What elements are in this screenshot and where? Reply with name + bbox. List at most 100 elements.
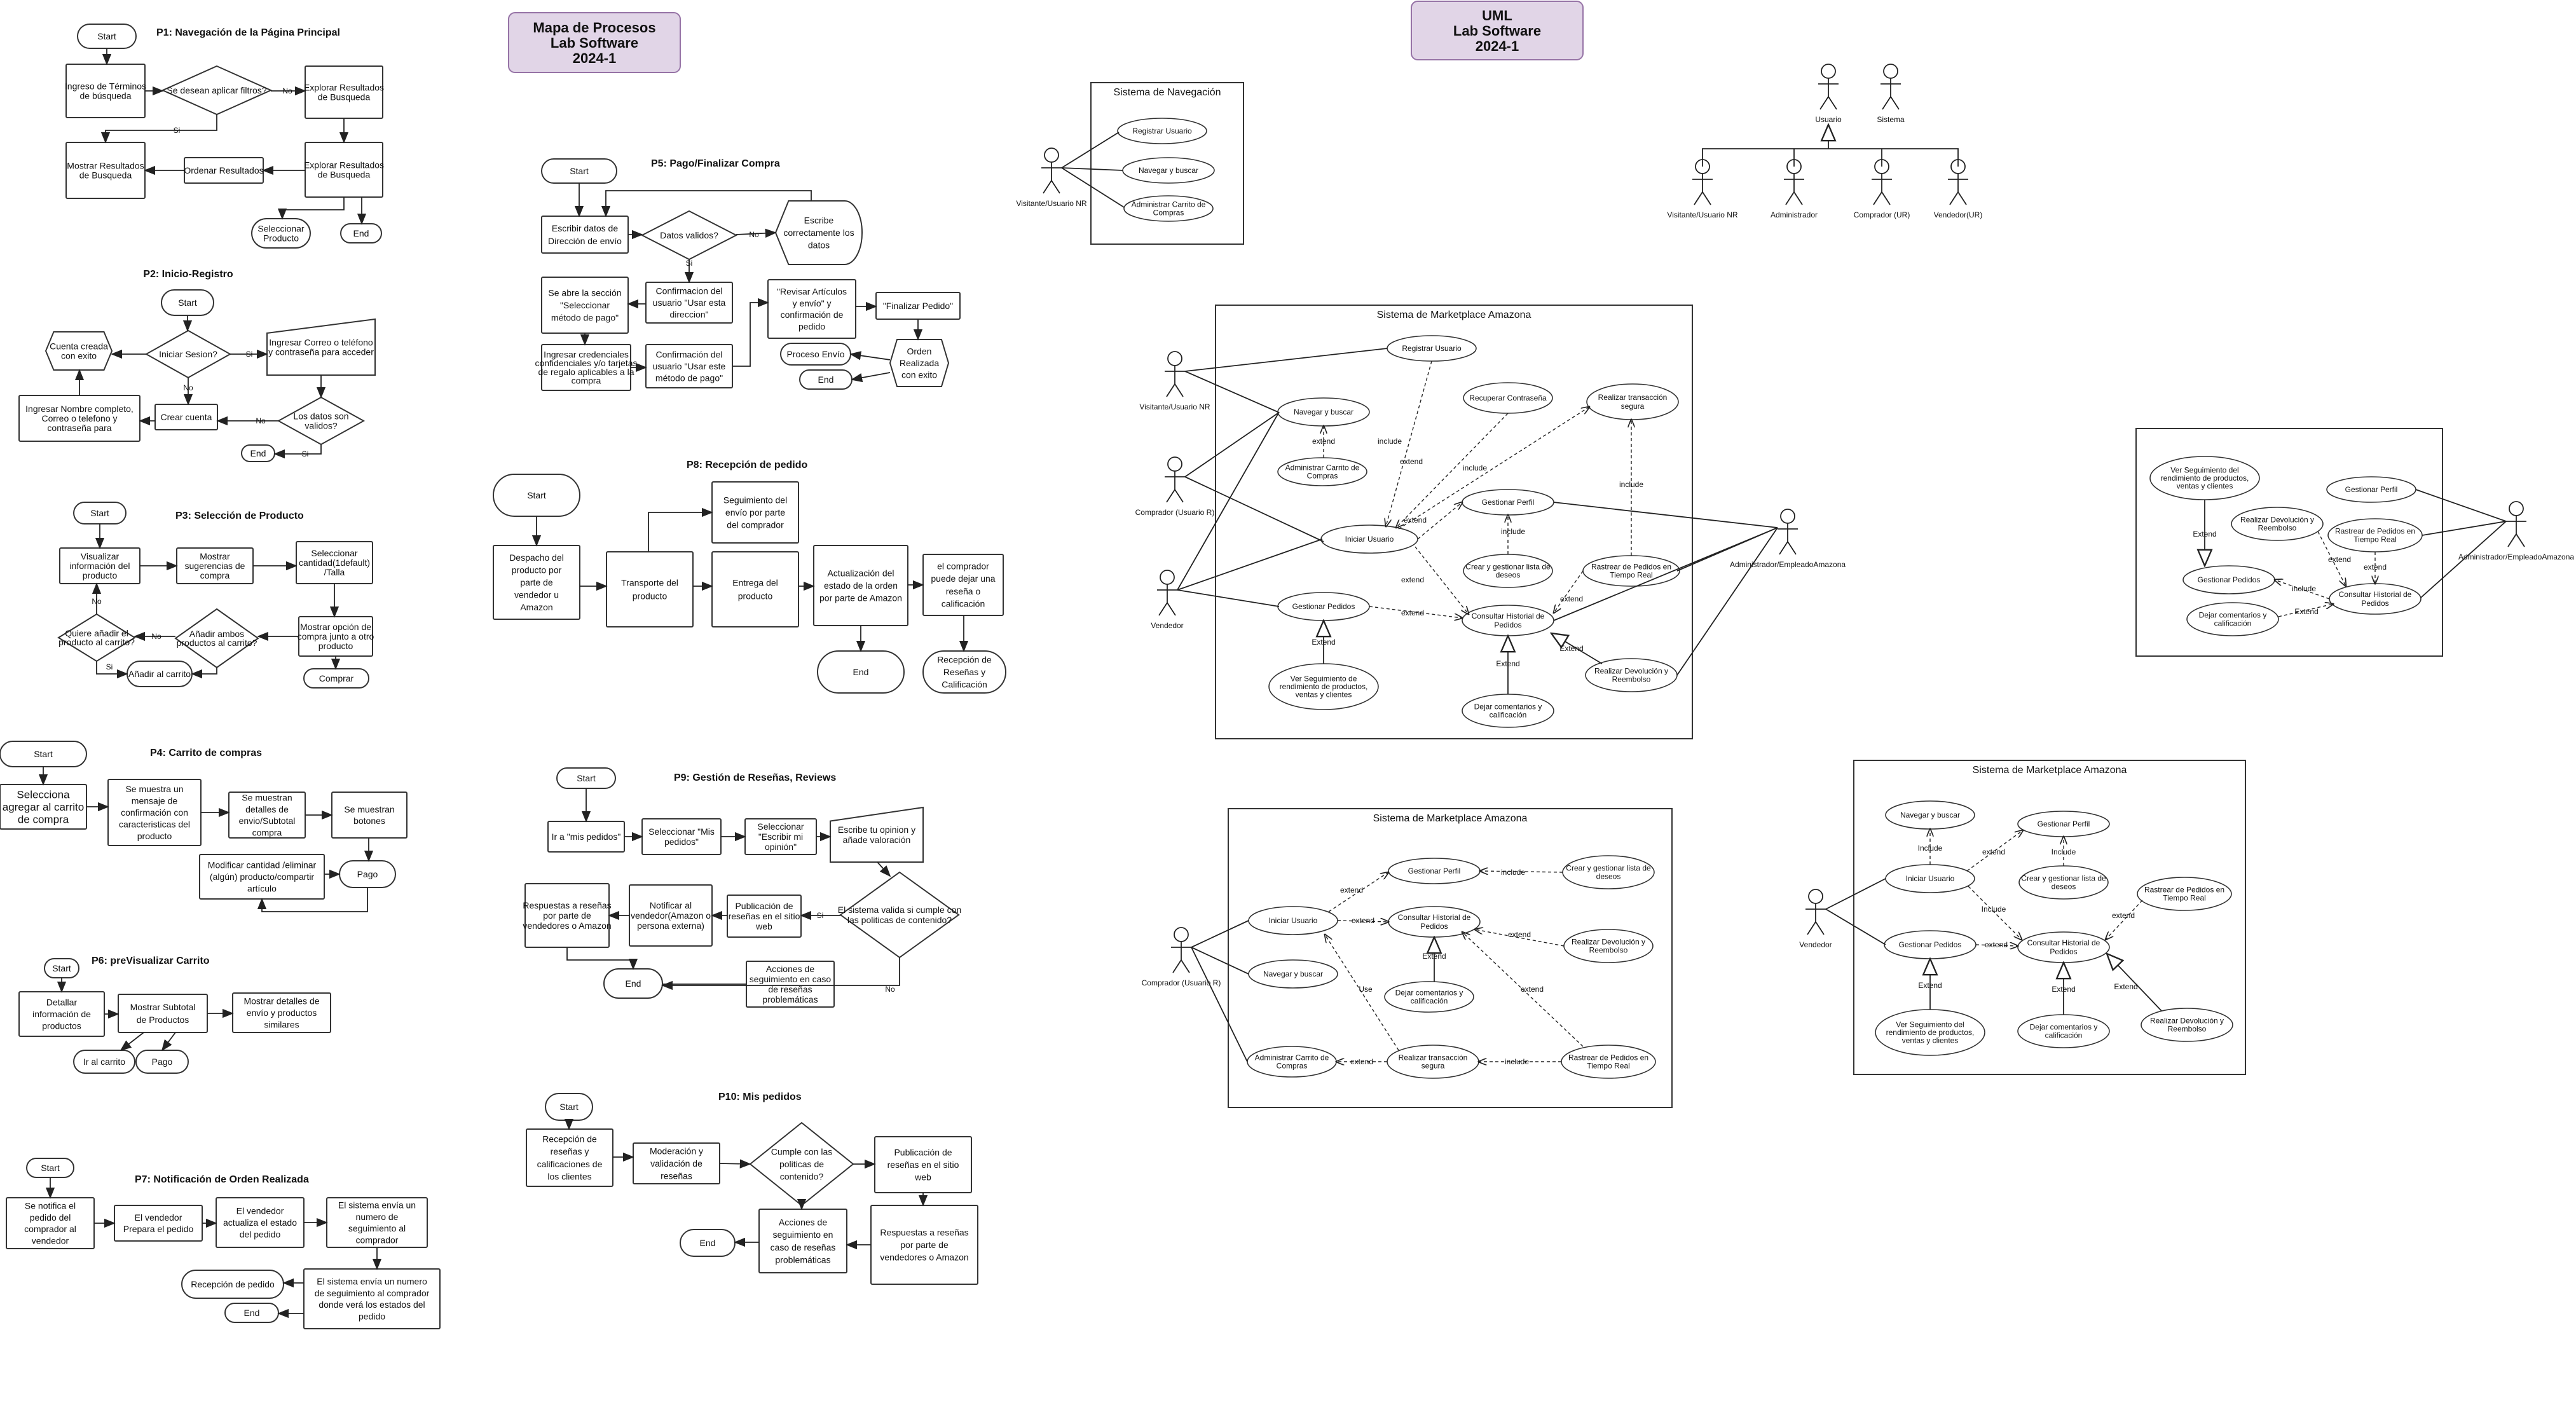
edge-label: No <box>256 416 266 425</box>
edge-label: extend <box>1352 916 1374 925</box>
edge-label: Si <box>246 350 253 359</box>
connector-line <box>851 372 891 383</box>
edge-label: extend <box>2364 563 2387 572</box>
main-uc-iniciar-text: Iniciar Usuario <box>1345 535 1394 544</box>
connector-line <box>273 444 322 459</box>
p3-n6-text: Comprar <box>319 673 354 683</box>
nav-uc2: Navegar y buscar <box>1122 157 1215 184</box>
Include <box>1968 886 2022 940</box>
admin-uc-perfil-text: Gestionar Perfil <box>2345 485 2398 494</box>
connector-line <box>877 861 891 877</box>
main-uc-pedidos-text: Gestionar Pedidos <box>1292 602 1355 611</box>
main-uc-recuperar: Recuperar Contraseña <box>1463 382 1553 414</box>
edge-label: No <box>151 632 161 641</box>
edge-label: Si <box>174 126 181 135</box>
association-line <box>1061 132 1120 168</box>
edge-label: extend <box>2112 911 2135 920</box>
p2-end: End <box>241 444 275 462</box>
association-line <box>1191 947 1249 975</box>
edge-label: Include <box>2052 847 2076 856</box>
extend <box>2106 900 2143 940</box>
gen-sistema: Sistema <box>1877 64 1905 124</box>
gen-usuario: Usuario <box>1815 64 1842 124</box>
main-actor-admin-label: Administrador/EmpleadoAmazona <box>1730 560 1846 569</box>
process-title: P8: Recepción de pedido <box>687 460 807 470</box>
main-system-boundary-title: Sistema de Marketplace Amazona <box>1377 310 1531 320</box>
association-line <box>1184 371 1278 413</box>
gen-usuario-label: Usuario <box>1815 115 1842 124</box>
main-actor-visitante: Visitante/Usuario NR <box>1139 351 1210 411</box>
connector-line <box>849 351 891 360</box>
edge-label: Si <box>106 662 113 671</box>
main-uc-navegar-text: Navegar y buscar <box>1294 408 1353 416</box>
edge-label: No <box>282 86 292 95</box>
p5-n9: Proceso Envío <box>780 343 851 366</box>
include <box>1480 871 1563 872</box>
Extend <box>1551 633 1603 664</box>
edge-label: Extend <box>1422 952 1446 961</box>
extend <box>1462 932 1584 1047</box>
edge-label: Extend <box>1559 644 1583 653</box>
main-system-boundary: Sistema de Marketplace Amazona <box>1215 305 1693 739</box>
p9-start: Start <box>556 767 616 789</box>
process-title: P4: Carrito de compras <box>150 748 262 758</box>
comp-uc-perfil: Gestionar Perfil <box>1388 858 1481 884</box>
connector-line <box>191 668 217 679</box>
edge-label: extend <box>1401 575 1424 584</box>
edge-label: include <box>1501 868 1525 877</box>
generalization-line <box>1702 125 1959 167</box>
process-title: P1: Navegación de la Página Principal <box>156 27 340 38</box>
connector-line <box>161 1032 176 1052</box>
p6-start: Start <box>44 958 79 978</box>
main-actor-visitante-label: Visitante/Usuario NR <box>1139 402 1210 411</box>
admin-uc-perfil: Gestionar Perfil <box>2326 476 2416 503</box>
gen-child3: Comprador (UR) <box>1854 159 1910 219</box>
p10-start: Start <box>545 1093 593 1121</box>
association-line <box>1553 502 1778 528</box>
main-uc-pedidos: Gestionar Pedidos <box>1277 592 1370 621</box>
p6-n5-text: Pago <box>152 1057 173 1067</box>
p4-n5-text: Modificar cantidad /eliminar(algún) prod… <box>208 860 317 894</box>
vend-uc-navegar-text: Navegar y buscar <box>1900 811 1960 819</box>
